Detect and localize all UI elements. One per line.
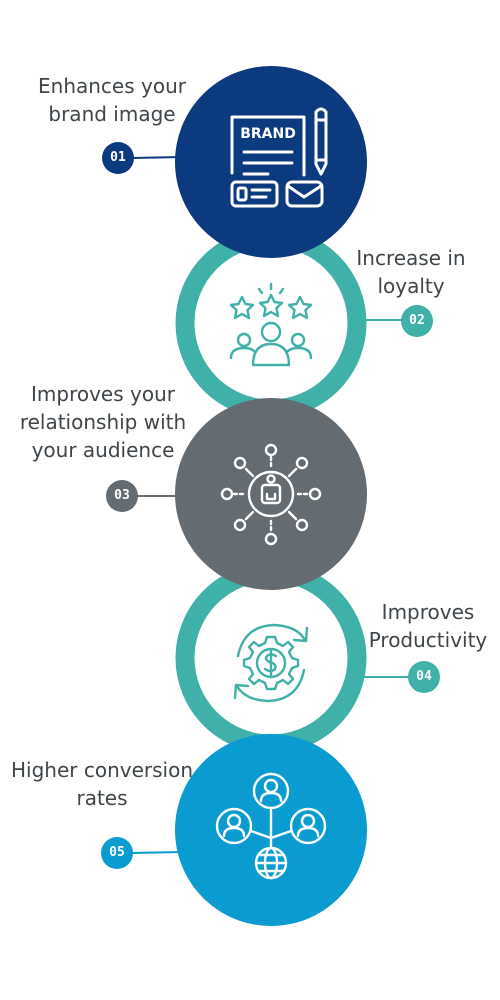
step-03-label-line-1: Improves your <box>31 382 175 406</box>
step-05-label-line-1: Higher conversion <box>10 758 193 782</box>
brand-icon-text: BRAND <box>240 126 296 142</box>
step-05-connector <box>130 851 183 854</box>
step-03-label-line-3: your audience <box>31 438 175 462</box>
global-network-icon <box>215 772 327 880</box>
step-05-badge: 05 <box>101 837 133 869</box>
step-01-badge: 01 <box>102 142 134 174</box>
step-02-label-line-1: Increase in <box>356 246 466 270</box>
rated-customers-icon <box>229 282 313 367</box>
network-hub-icon <box>220 443 322 546</box>
step-04-label: Improves Productivity <box>362 598 494 654</box>
step-02-label: Increase in loyalty <box>350 244 472 300</box>
step-01-label-line-1: Enhances your <box>38 74 186 98</box>
step-04-label-line-1: Improves <box>381 600 475 624</box>
dollar-gear-icon <box>233 623 309 703</box>
step-05-label-line-2: rates <box>76 786 128 810</box>
step-04-label-line-2: Productivity <box>368 628 488 652</box>
step-03-label-line-2: relationship with <box>19 410 187 434</box>
step-02-badge: 02 <box>401 305 433 337</box>
step-03-label: Improves your relationship with your aud… <box>14 380 192 464</box>
step-04-badge: 04 <box>408 661 440 693</box>
step-01-connector <box>131 156 183 159</box>
brand-document-icon: BRAND <box>230 107 328 208</box>
step-03-circle <box>175 398 367 590</box>
step-01-label-line-2: brand image <box>48 102 176 126</box>
step-03-badge: 03 <box>106 480 138 512</box>
step-05-label: Higher conversion rates <box>4 756 200 812</box>
step-01-label: Enhances your brand image <box>28 72 196 128</box>
step-02-label-line-2: loyalty <box>377 274 445 298</box>
